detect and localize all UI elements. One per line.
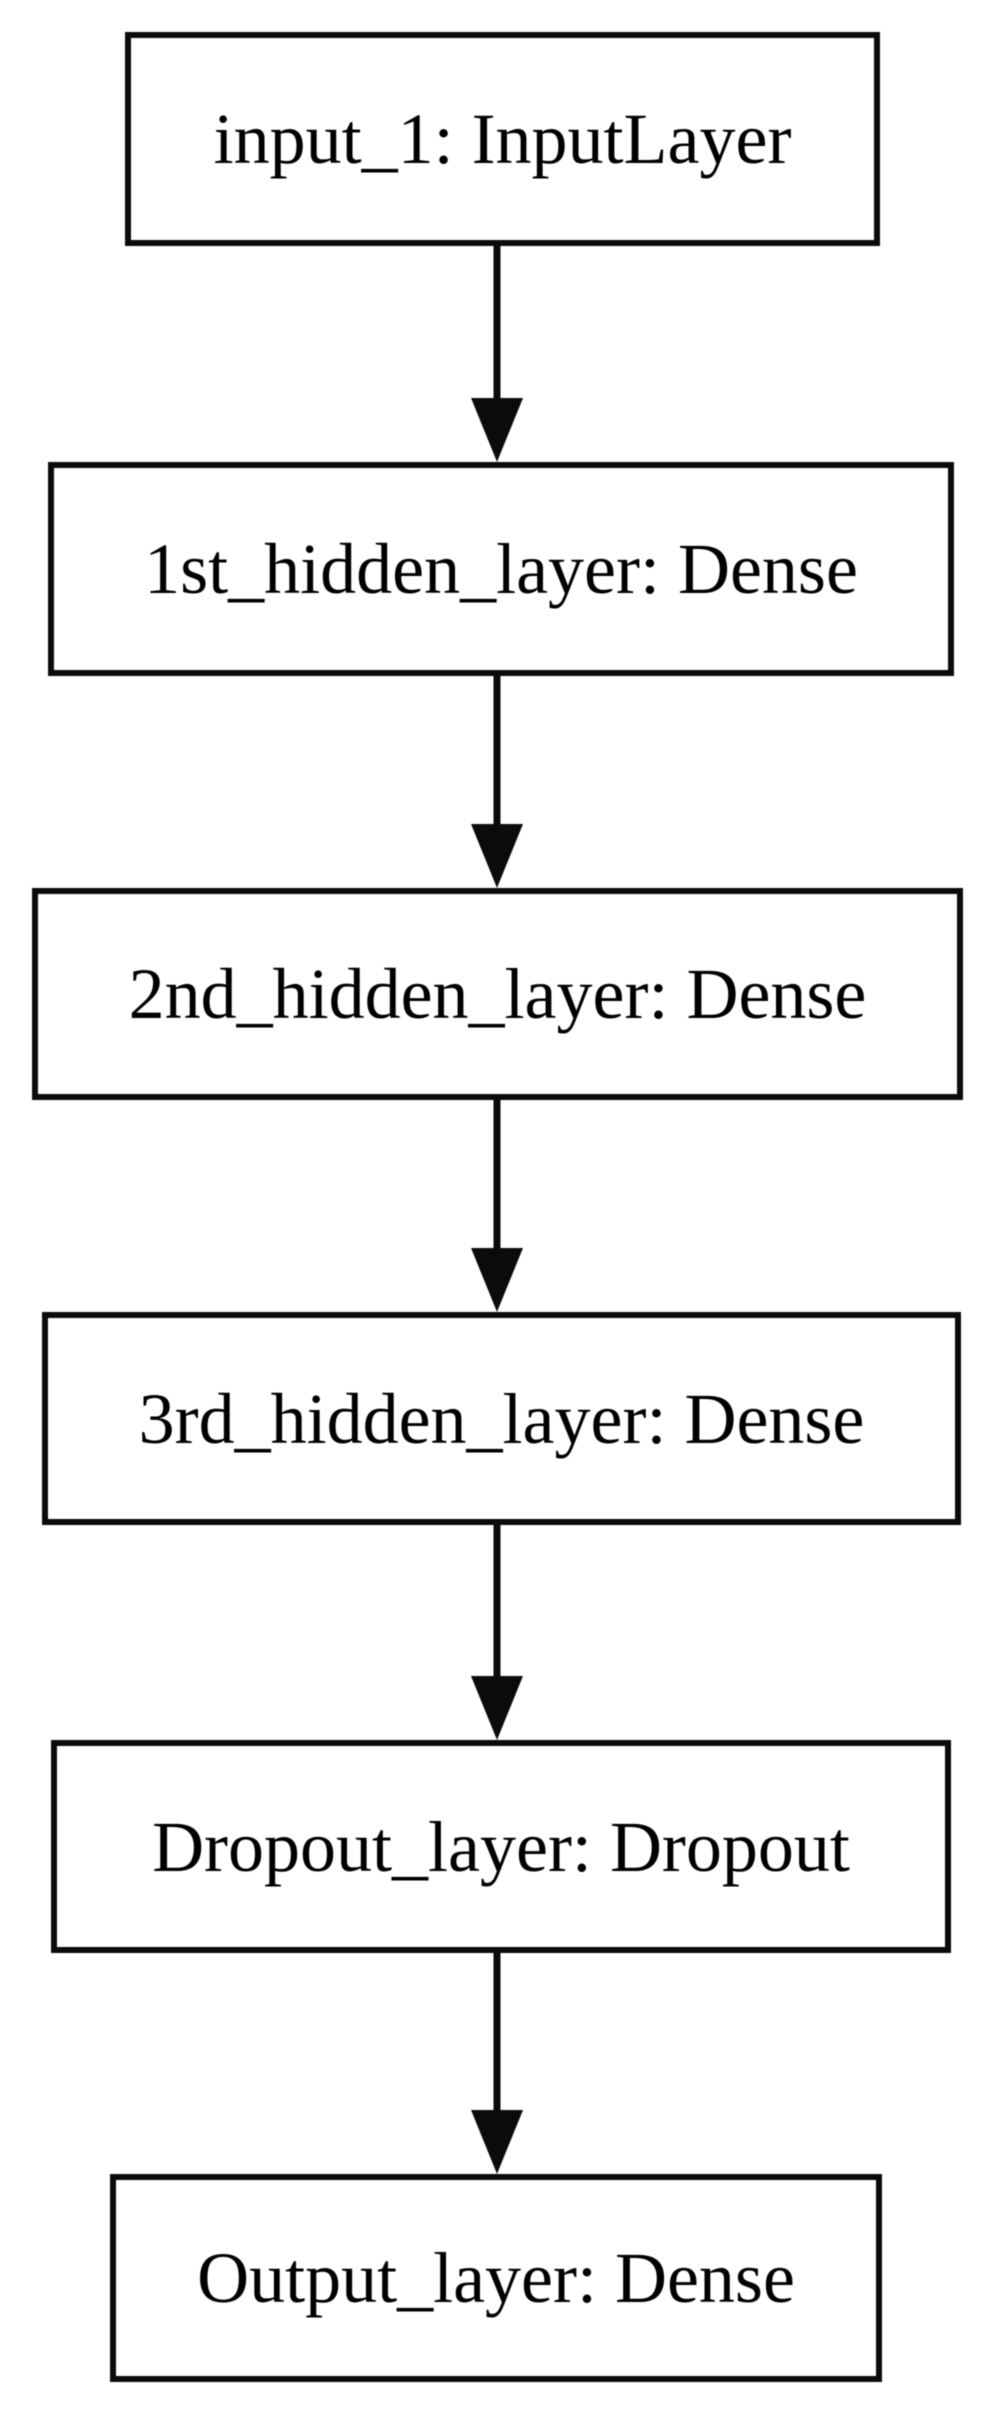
arrowhead-down-icon: [471, 1676, 523, 1740]
arrowhead-down-icon: [471, 2110, 523, 2174]
edge-2nd-to-3rd-hidden: [471, 1100, 523, 1312]
node-label: Output_layer: Dense: [197, 2238, 795, 2318]
arrowhead-down-icon: [471, 1248, 523, 1312]
node-label: 3rd_hidden_layer: Dense: [138, 1378, 865, 1459]
arrow-stem: [493, 1100, 501, 1254]
node-label: Dropout_layer: Dropout: [152, 1806, 850, 1887]
node-1st-hidden-layer: 1st_hidden_layer: Dense: [48, 462, 954, 676]
node-input-layer: input_1: InputLayer: [125, 32, 880, 246]
edge-1st-to-2nd-hidden: [471, 676, 523, 888]
arrow-stem: [493, 676, 501, 830]
arrow-stem: [493, 1525, 501, 1682]
edge-input-to-1st-hidden: [471, 246, 523, 462]
arrow-stem: [493, 246, 501, 404]
node-2nd-hidden-layer: 2nd_hidden_layer: Dense: [32, 888, 963, 1100]
node-3rd-hidden-layer: 3rd_hidden_layer: Dense: [42, 1312, 961, 1525]
edge-3rd-hidden-to-dropout: [471, 1525, 523, 1740]
arrowhead-down-icon: [471, 824, 523, 888]
node-label: 1st_hidden_layer: Dense: [144, 529, 858, 609]
node-label: 2nd_hidden_layer: Dense: [128, 954, 867, 1034]
edge-dropout-to-output: [471, 1953, 523, 2174]
arrowhead-down-icon: [471, 398, 523, 462]
node-output-layer: Output_layer: Dense: [110, 2174, 882, 2382]
arrow-stem: [493, 1953, 501, 2116]
node-dropout-layer: Dropout_layer: Dropout: [51, 1740, 951, 1953]
node-label: input_1: InputLayer: [213, 99, 792, 179]
